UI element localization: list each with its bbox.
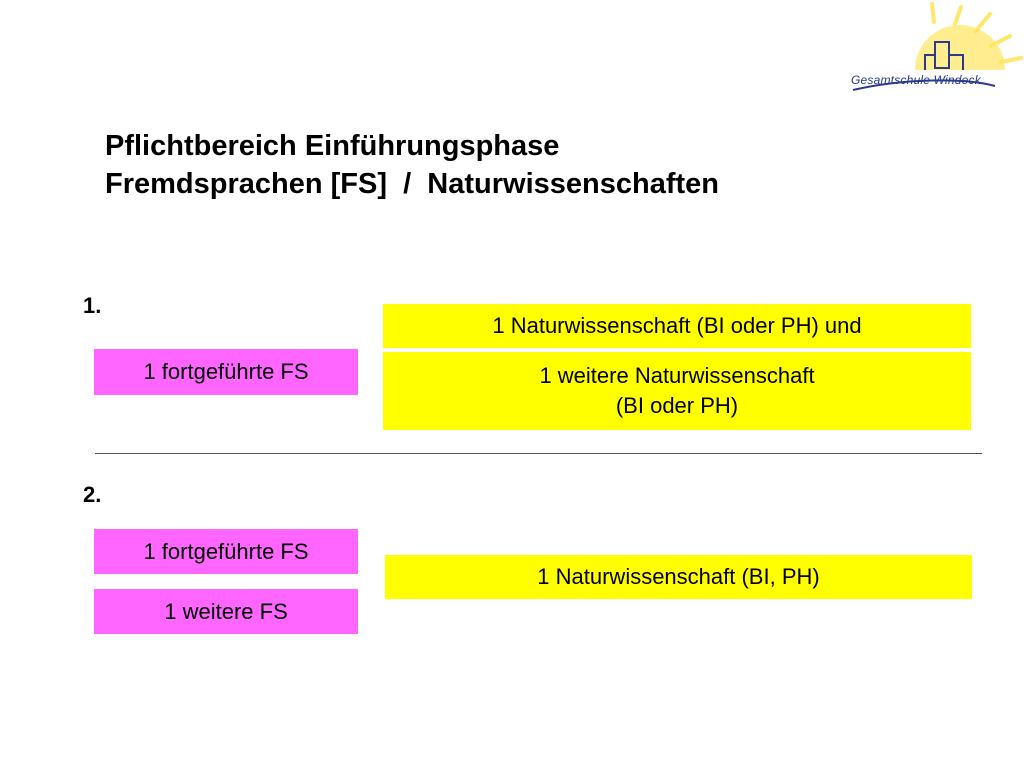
option-2-language-box-2-label: 1 weitere FS <box>164 598 288 624</box>
option-1-language-box-label: 1 fortgeführte FS <box>143 359 309 384</box>
option-1-language-box: 1 fortgeführte FS <box>94 349 358 395</box>
option-1-science-box-1: 1 Naturwissenschaft (BI oder PH) und <box>383 304 971 348</box>
section-divider <box>95 453 982 454</box>
school-logo <box>852 2 1023 91</box>
title-line-2: Fremdsprachen [FS] / Naturwissenschaften <box>105 168 719 200</box>
option-2-language-box-1-label: 1 fortgeführte FS <box>143 538 309 564</box>
title-line-1: Pflichtbereich Einführungsphase <box>105 130 560 162</box>
option-2-language-box-1: 1 fortgeführte FS <box>94 529 358 574</box>
option-1-science-box-1-label: 1 Naturwissenschaft (BI oder PH) und <box>492 313 862 338</box>
option-2-science-box-label: 1 Naturwissenschaft (BI, PH) <box>537 564 820 589</box>
option-1-science-box-2-line-1: 1 weitere Naturwissenschaft <box>539 363 815 388</box>
school-logo-text: Gesamtschule Windeck <box>851 73 981 87</box>
option-2-science-box: 1 Naturwissenschaft (BI, PH) <box>385 555 972 599</box>
option-2-language-box-2: 1 weitere FS <box>94 589 358 634</box>
option-1-number: 1. <box>83 293 102 318</box>
option-1-science-box-2: 1 weitere Naturwissenschaft (BI oder PH) <box>383 352 971 430</box>
option-1-science-box-2-line-2: (BI oder PH) <box>615 393 739 418</box>
page-title: Pflichtbereich Einführungsphase Fremdspr… <box>105 127 719 203</box>
option-2-number: 2. <box>83 482 102 507</box>
